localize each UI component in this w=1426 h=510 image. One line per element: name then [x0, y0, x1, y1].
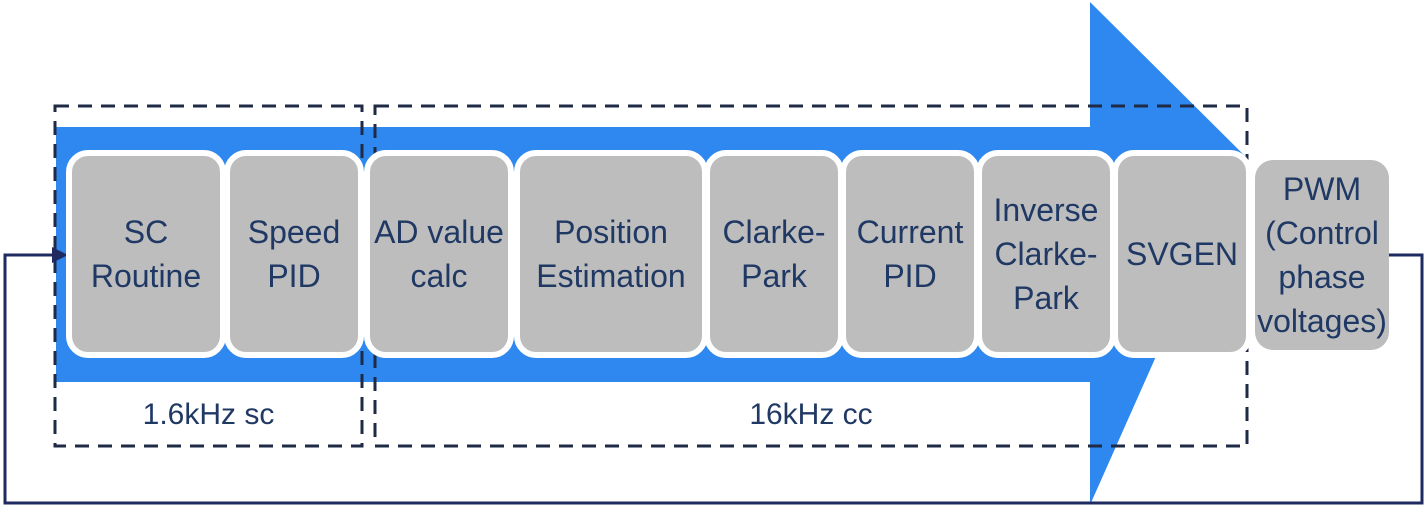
current-pid-line1: Current	[856, 214, 964, 250]
clarke-park-line2: Park	[741, 258, 807, 294]
pwm-line4: voltages)	[1257, 303, 1387, 339]
sc-domain-label: 1.6kHz sc	[142, 398, 275, 431]
pwm-line3: phase	[1278, 259, 1366, 295]
feedback-line	[3, 253, 1424, 505]
position-estimation-block: Position Estimation	[514, 150, 708, 358]
cc-domain-label: 16kHz cc	[749, 398, 873, 431]
position-estimation-line2: Estimation	[536, 258, 686, 294]
pwm-line1: PWM	[1282, 171, 1362, 207]
pwm-line2: (Control	[1265, 215, 1379, 251]
clarke-park-block: Clarke- Park	[704, 150, 844, 358]
inverse-clarke-park-line2: Clarke-	[994, 236, 1098, 272]
current-pid-line2: PID	[883, 258, 937, 294]
current-pid-block: Current PID	[840, 150, 980, 358]
svgen-line1: SVGEN	[1125, 236, 1239, 272]
ad-value-calc-line2: calc	[410, 258, 468, 294]
inverse-clarke-park-line3: Park	[1013, 280, 1079, 316]
sc-routine-line2: Routine	[90, 258, 202, 294]
ad-value-calc-line1: AD value	[374, 214, 504, 250]
clarke-park-line1: Clarke-	[722, 214, 826, 250]
feedback-arrowhead	[52, 247, 68, 263]
svgen-block: SVGEN	[1112, 150, 1252, 358]
speed-pid-block: Speed PID	[224, 150, 364, 358]
speed-pid-line1: Speed	[247, 214, 341, 250]
inverse-clarke-park-block: Inverse Clarke- Park	[976, 150, 1116, 358]
speed-pid-line2: PID	[267, 258, 321, 294]
position-estimation-line1: Position	[554, 214, 668, 250]
sc-routine-block: SC Routine	[66, 150, 226, 358]
sc-routine-line1: SC	[123, 214, 169, 250]
ad-value-calc-block: AD value calc	[364, 150, 514, 358]
inverse-clarke-park-line1: Inverse	[993, 192, 1099, 228]
pwm-block: PWM (Control phase voltages)	[1255, 160, 1389, 350]
